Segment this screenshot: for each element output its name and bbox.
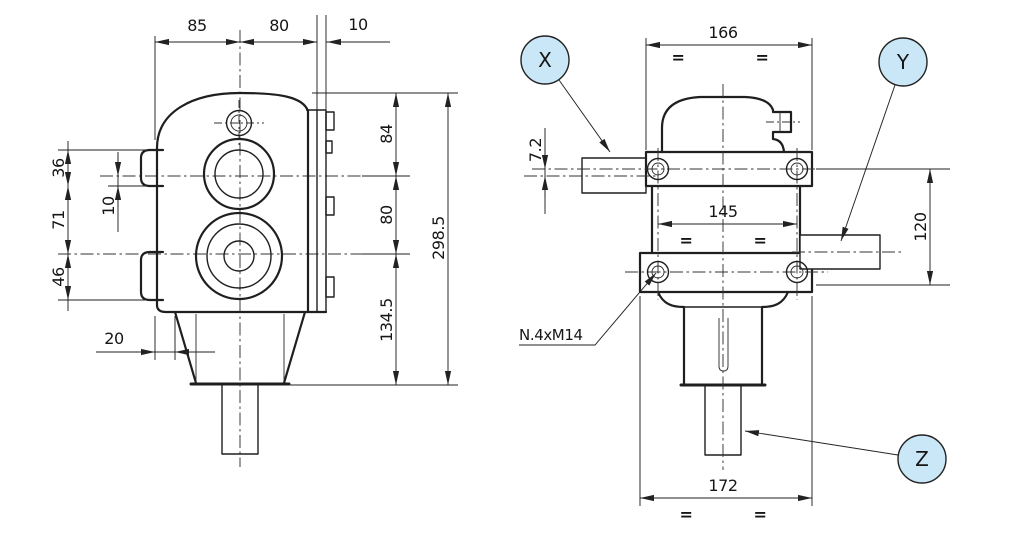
top-cover-dome — [660, 95, 793, 154]
left-view-dimensions — [58, 15, 458, 386]
dim-80-right: 80 — [377, 205, 396, 225]
symmetry-mark: = — [679, 231, 692, 250]
left-lug-lower — [139, 250, 165, 302]
flange-tab-notch — [325, 140, 333, 154]
bolt-hole-bottom-left — [646, 260, 670, 284]
lower-shoulder — [656, 290, 790, 387]
symmetry-mark: = — [755, 48, 768, 67]
filler-cap-outer — [225, 109, 253, 137]
callout-z-arrow — [744, 430, 899, 456]
flange-tab-middle — [325, 196, 335, 216]
callouts: X Y Z — [520, 35, 947, 484]
callout-x-label: X — [538, 48, 552, 72]
callout-x-bubble[interactable] — [520, 35, 570, 85]
dim-120: 120 — [911, 212, 930, 242]
symmetry-mark: = — [671, 48, 684, 67]
keyway-slot — [718, 318, 729, 372]
lower-flange-band — [638, 251, 814, 294]
callout-y-arrow — [840, 84, 896, 242]
upper-bearing-boss — [202, 137, 276, 211]
dim-7-2: 7.2 — [526, 138, 545, 162]
right-view: 166 = = 7.2 145 = = 120 N.4xM14 172 = = — [519, 23, 950, 524]
dim-85: 85 — [187, 16, 207, 35]
symmetry-mark: = — [753, 505, 766, 524]
upper-bearing-bore — [214, 149, 264, 199]
dim-80-top: 80 — [269, 16, 289, 35]
dim-134-5: 134.5 — [377, 298, 396, 342]
flange-tab-top — [325, 111, 335, 131]
right-view-centerlines — [524, 84, 902, 470]
lower-bearing-boss — [194, 211, 284, 301]
input-shaft-x — [581, 157, 647, 194]
housing-outline — [155, 91, 310, 314]
dim-10-inner: 10 — [99, 196, 118, 216]
callout-y-bubble[interactable] — [878, 37, 928, 87]
dim-36: 36 — [49, 158, 68, 178]
dim-20: 20 — [104, 329, 124, 348]
left-view-housing — [139, 91, 335, 455]
dim-46: 46 — [49, 267, 68, 287]
bolt-hole-bottom-right-inner — [790, 265, 804, 279]
right-view-housing — [581, 95, 881, 456]
symmetry-mark: = — [753, 231, 766, 250]
right-view-dimensions — [519, 38, 950, 506]
dim-298-5: 298.5 — [429, 216, 448, 260]
bolt-hole-top-right-inner — [790, 162, 804, 176]
bolt-hole-top-right — [785, 157, 809, 181]
dim-145: 145 — [708, 202, 737, 221]
flange-tab-bottom — [325, 276, 335, 298]
bolt-hole-top-left-inner — [651, 162, 665, 176]
dim-10-top: 10 — [348, 15, 368, 34]
housing-bottom-edge — [155, 303, 328, 314]
lower-bearing-bore — [206, 223, 272, 289]
output-shaft-side — [221, 383, 259, 455]
left-view-labels: 85 80 10 36 10 71 46 84 80 134.5 298.5 2… — [49, 15, 448, 348]
left-view: 85 80 10 36 10 71 46 84 80 134.5 298.5 2… — [49, 15, 458, 467]
lower-shaft-bore — [223, 240, 255, 272]
callout-y-label: Y — [896, 50, 910, 74]
dim-166: 166 — [708, 23, 738, 42]
callout-z-label: Z — [915, 447, 929, 471]
filler-cap-inner — [230, 114, 248, 132]
bolt-holes — [646, 157, 809, 284]
dim-84: 84 — [377, 124, 396, 144]
thread-note: N.4xM14 — [519, 326, 583, 344]
bolt-hole-bottom-right — [785, 260, 809, 284]
taper-inner-walls — [195, 314, 285, 383]
bolt-hole-top-left — [646, 157, 670, 181]
right-view-labels: 166 = = 7.2 145 = = 120 N.4xM14 172 = = — [519, 23, 930, 524]
callout-z-bubble[interactable] — [897, 434, 947, 484]
dim-71: 71 — [49, 210, 68, 230]
bolt-hole-bottom-left-inner — [651, 265, 665, 279]
symmetry-mark: = — [679, 505, 692, 524]
thread-note-leader — [519, 272, 657, 346]
callout-x-arrow — [558, 79, 611, 153]
taper-sides — [173, 310, 307, 385]
dim-172: 172 — [708, 476, 737, 495]
left-lug-upper — [139, 148, 165, 188]
